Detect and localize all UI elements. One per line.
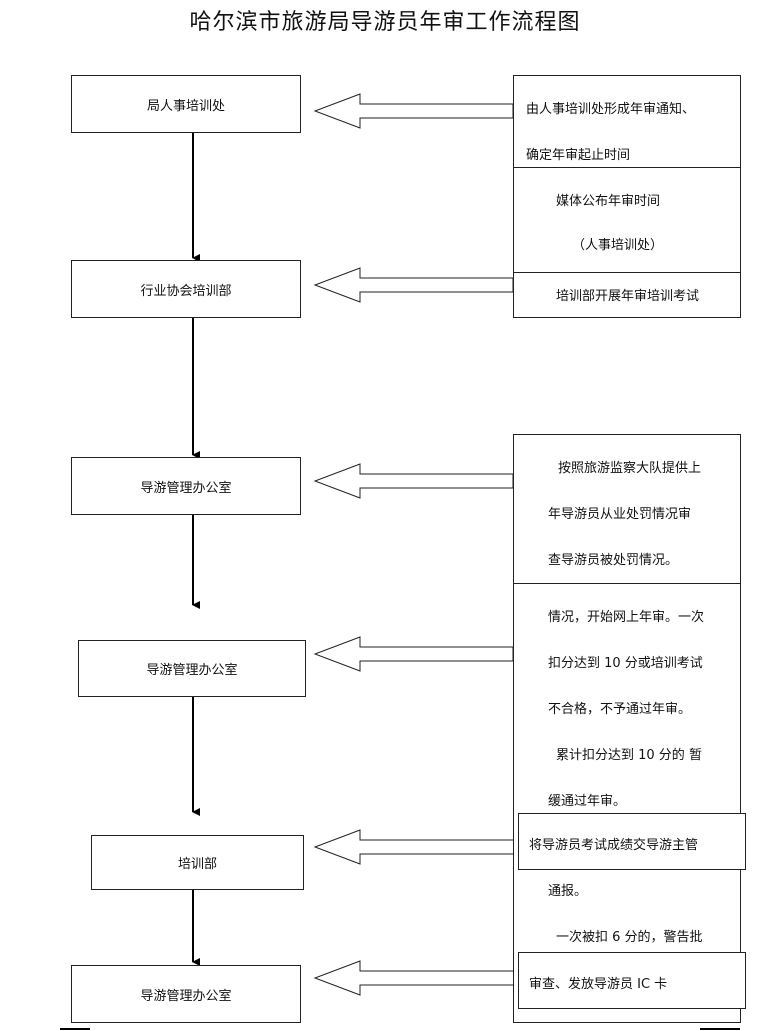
- right-box-line: 通报。: [548, 884, 588, 899]
- left-box-guide-office-1: 导游管理办公室: [71, 457, 301, 515]
- right-box-line: 缓通过年审。: [548, 794, 627, 809]
- right-box-line: 情况，开始网上年审。一次: [548, 610, 705, 625]
- right-box-line: 培训部开展年审培训考试: [556, 289, 700, 304]
- left-box-label: 导游管理办公室: [140, 480, 232, 496]
- left-arrow-2: [313, 267, 514, 303]
- right-box-penalty-review: 按照旅游监察大队提供上 年导游员从业处罚情况审 查导游员被处罚情况。: [513, 434, 741, 584]
- right-box-line: 确定年审起止时间: [526, 148, 631, 163]
- right-box-online-review: 情况，开始网上年审。一次 扣分达到 10 分或培训考试 不合格，不予通过年审。 …: [513, 583, 741, 1023]
- right-box-line: 由人事培训处形成年审通知、: [526, 102, 696, 117]
- right-box-line: 将导游员考试成绩交导游主管: [529, 838, 699, 853]
- right-box-media: 媒体公布年审时间 （人事培训处）: [513, 167, 741, 273]
- right-box-line: 按照旅游监察大队提供上: [558, 461, 702, 476]
- left-box-label: 局人事培训处: [146, 98, 225, 114]
- page-title: 哈尔滨市旅游局导游员年审工作流程图: [189, 10, 581, 35]
- right-box-line: 媒体公布年审时间: [556, 194, 661, 209]
- right-box-ic-card: 审查、发放导游员 IC 卡: [518, 952, 746, 1009]
- left-box-training-dept: 培训部: [91, 835, 304, 890]
- left-box-label: 导游管理办公室: [140, 988, 232, 1004]
- left-box-label: 培训部: [177, 857, 217, 872]
- right-box-line: 一次被扣 6 分的，警告批: [556, 930, 703, 945]
- right-box-line: 不合格，不予通过年审。: [548, 702, 692, 717]
- left-arrow-6: [313, 960, 519, 996]
- left-box-personnel-training: 局人事培训处: [71, 75, 301, 133]
- right-box-score-submit: 将导游员考试成绩交导游主管: [518, 813, 746, 870]
- left-arrow-5: [313, 829, 519, 865]
- left-arrow-1: [313, 93, 514, 129]
- right-box-line: （人事培训处）: [572, 238, 664, 253]
- right-box-exam: 培训部开展年审培训考试: [513, 272, 741, 318]
- right-box-notice: 由人事培训处形成年审通知、 确定年审起止时间: [513, 75, 741, 168]
- right-box-line: 年导游员从业处罚情况审: [548, 507, 692, 522]
- left-box-guide-office-2: 导游管理办公室: [78, 640, 306, 697]
- left-box-label: 导游管理办公室: [146, 663, 238, 678]
- right-box-line: 累计扣分达到 10 分的 暂: [556, 748, 702, 763]
- right-box-line: 审查、发放导游员 IC 卡: [529, 977, 668, 992]
- left-arrow-4: [313, 636, 514, 672]
- left-box-label: 行业协会培训部: [140, 283, 232, 299]
- right-box-line: 查导游员被处罚情况。: [548, 553, 679, 568]
- left-box-guide-office-3: 导游管理办公室: [71, 965, 301, 1023]
- left-arrow-3: [313, 463, 514, 499]
- right-box-line: 扣分达到 10 分或培训考试: [548, 656, 703, 671]
- left-box-association-training: 行业协会培训部: [71, 260, 301, 318]
